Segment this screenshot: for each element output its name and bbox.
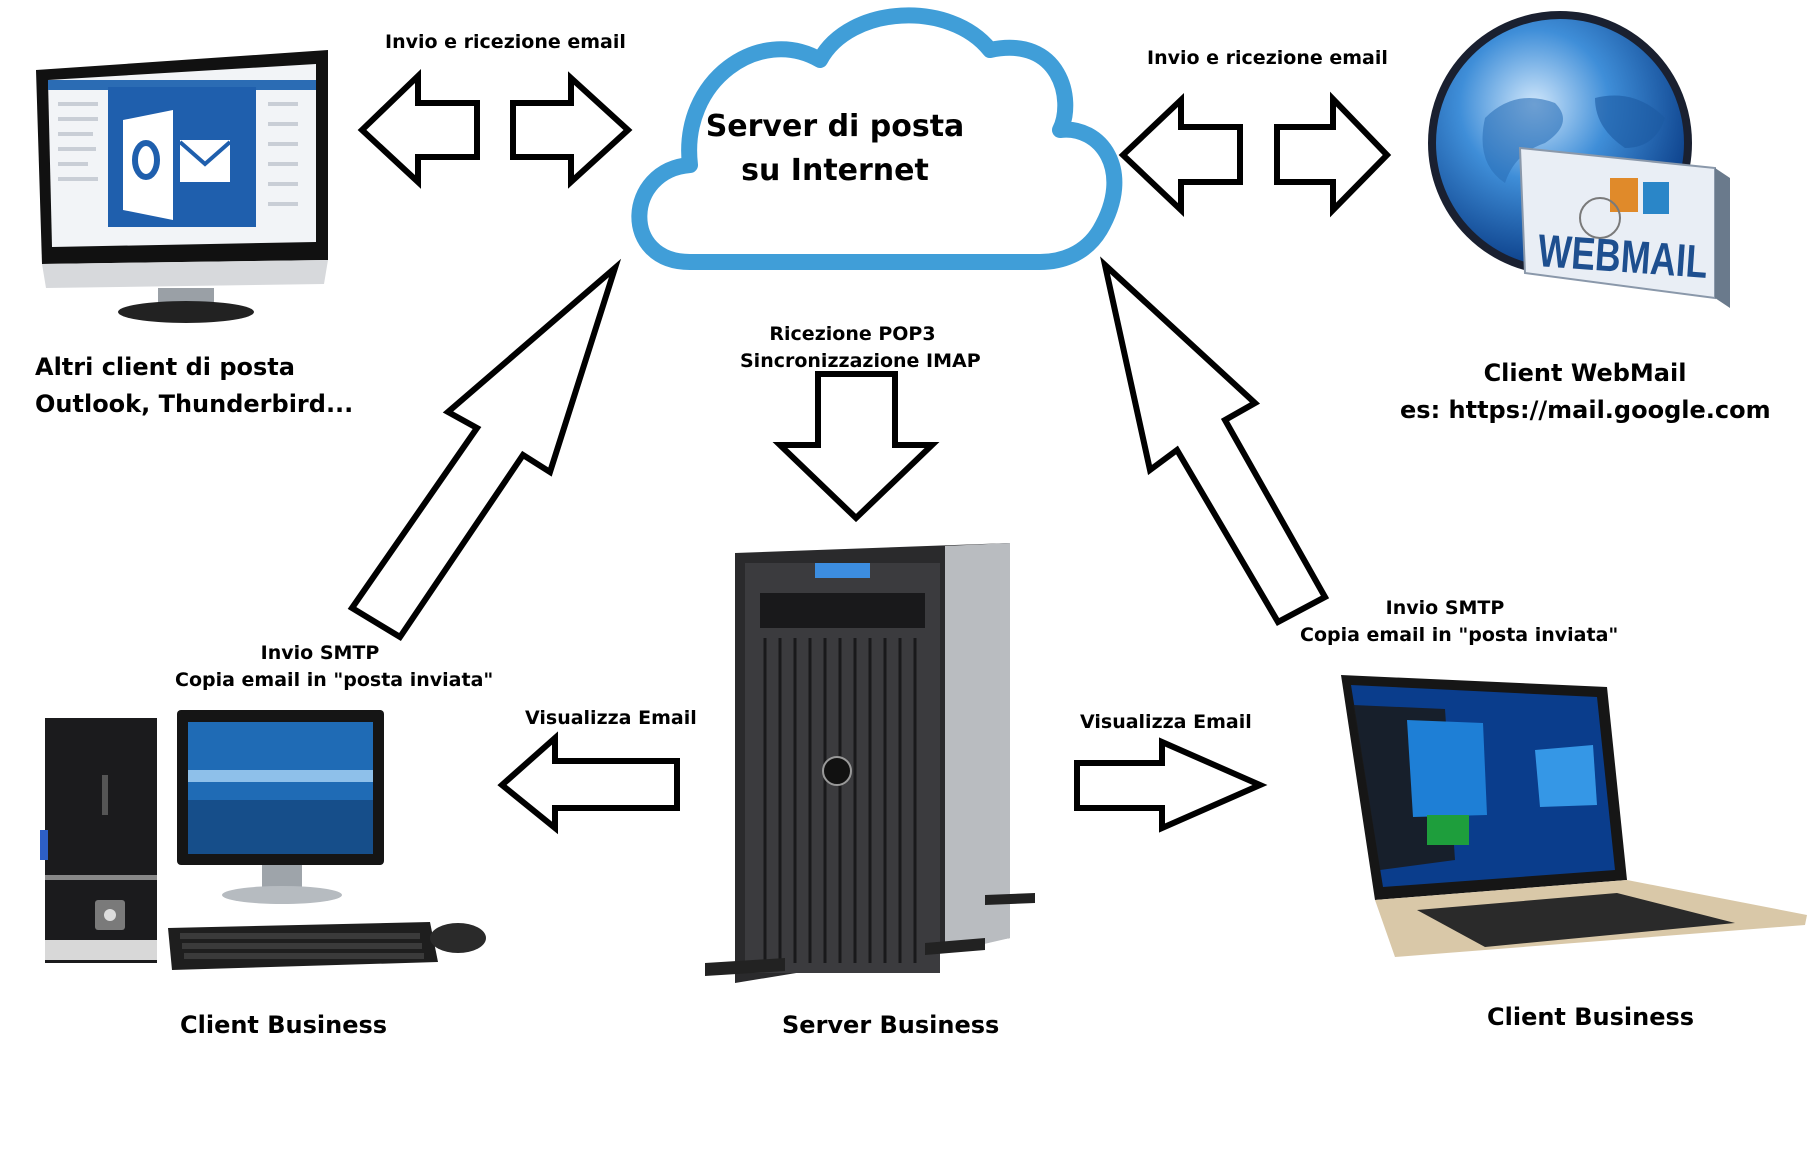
label-desktop-client: Client Business bbox=[180, 1011, 388, 1039]
arrow-down-center bbox=[772, 371, 940, 523]
label-right-smtp-line1: Invio SMTP bbox=[1385, 597, 1505, 619]
cloud-label-line1: Server di posta bbox=[705, 109, 965, 144]
label-center-down: Ricezione POP3 Sincronizzazione IMAP bbox=[740, 323, 981, 374]
label-server: Server Business bbox=[782, 1011, 1000, 1039]
cloud-label: Server di posta su Internet bbox=[690, 108, 980, 189]
arrow-right-top-right bbox=[1274, 91, 1392, 218]
label-webmail-line1: Client WebMail bbox=[1483, 359, 1687, 387]
label-other-clients-line2: Outlook, Thunderbird... bbox=[35, 390, 354, 418]
label-laptop-client: Client Business bbox=[1487, 1003, 1695, 1031]
arrow-left-top-left bbox=[357, 68, 480, 189]
cloud-label-line2: su Internet bbox=[741, 152, 929, 188]
label-other-clients: Altri client di posta Outlook, Thunderbi… bbox=[35, 352, 353, 419]
arrow-right-bottom bbox=[1074, 737, 1268, 833]
label-top-right-arrows: Invio e ricezione email bbox=[1147, 47, 1388, 69]
laptop-icon bbox=[1341, 675, 1807, 957]
label-left-smtp: Invio SMTP Copia email in "posta inviata… bbox=[175, 642, 494, 693]
label-top-left-arrows: Invio e ricezione email bbox=[385, 31, 626, 53]
arrow-left-top-right bbox=[1118, 93, 1243, 217]
arrow-left-bottom bbox=[497, 731, 680, 835]
tower-server-icon bbox=[705, 543, 1035, 983]
label-right-smtp: Invio SMTP Copia email in "posta inviata… bbox=[1300, 597, 1619, 648]
label-webmail-client: Client WebMail es: https://mail.google.c… bbox=[1400, 358, 1771, 425]
arrow-right-top-left bbox=[510, 71, 633, 189]
cloud-shape bbox=[631, 7, 1123, 270]
label-other-clients-line1: Altri client di posta bbox=[35, 353, 295, 381]
label-left-view: Visualizza Email bbox=[525, 707, 697, 729]
label-right-view: Visualizza Email bbox=[1080, 711, 1252, 733]
label-pop3: Ricezione POP3 bbox=[769, 323, 936, 345]
arrow-diagonal-left-up bbox=[347, 258, 622, 642]
desktop-pc-icon bbox=[40, 710, 486, 970]
webmail-badge-text: WEBMAIL bbox=[1536, 224, 1709, 288]
outlook-monitor-icon bbox=[36, 50, 328, 323]
label-imap: Sincronizzazione IMAP bbox=[740, 349, 981, 372]
webmail-globe-icon: WEBMAIL bbox=[1428, 11, 1730, 308]
arrow-diagonal-right-up bbox=[1100, 256, 1330, 626]
label-right-smtp-line2: Copia email in "posta inviata" bbox=[1300, 623, 1619, 646]
label-webmail-line2: es: https://mail.google.com bbox=[1400, 396, 1771, 424]
label-left-smtp-line2: Copia email in "posta inviata" bbox=[175, 668, 494, 691]
label-left-smtp-line1: Invio SMTP bbox=[260, 642, 380, 664]
